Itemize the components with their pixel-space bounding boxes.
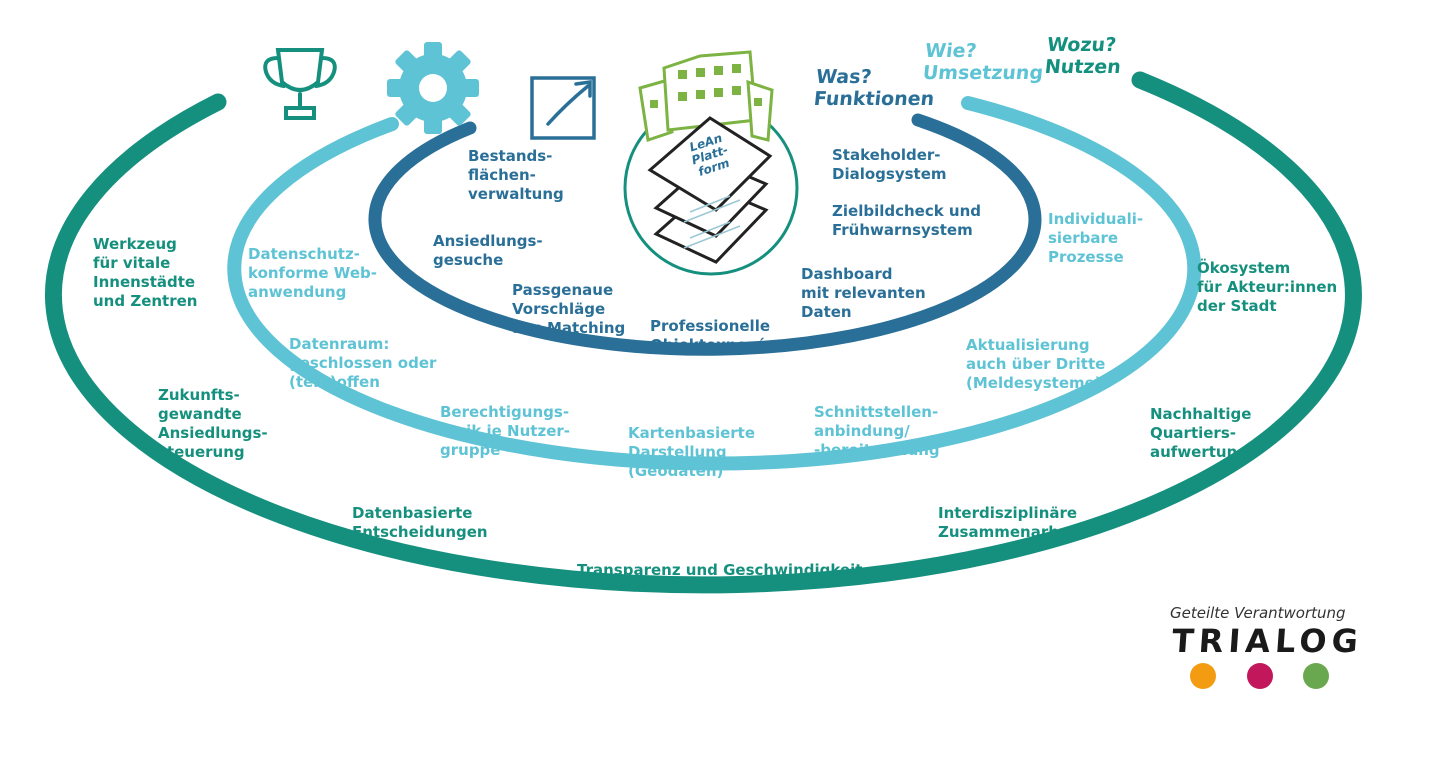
outer-label: Transparenz und Geschwindigkeit <box>577 561 863 579</box>
dot-green-icon <box>1303 663 1329 689</box>
trialog-logo: TRIALOG <box>1170 622 1365 660</box>
gear-icon <box>387 42 479 134</box>
outer-label: Werkzeug für vitale Innenstädte und Zent… <box>93 235 198 310</box>
middle-label: Individuali- sierbare Prozesse <box>1048 210 1144 266</box>
inner-label: Zielbildcheck und Frühwarnsystem <box>832 202 982 239</box>
middle-label: Berechtigungs- logik je Nutzer- gruppe <box>440 403 570 459</box>
heading-wozu: Wozu? Nutzen <box>1043 34 1122 78</box>
dot-red-icon <box>1247 663 1273 689</box>
middle-label: Datenschutz- konforme Web- anwendung <box>248 245 377 301</box>
growth-chart-icon <box>530 76 596 140</box>
dot-orange-icon <box>1190 663 1216 689</box>
middle-ring <box>227 96 1202 471</box>
inner-label: Passgenaue Vorschläge aus Matching <box>512 281 626 337</box>
inner-label: Bestands- flächen- verwaltung <box>468 147 564 203</box>
outer-label: Nachhaltige Quartiers- aufwertung <box>1150 405 1252 461</box>
inner-label: Stakeholder- Dialogsystem <box>832 146 947 183</box>
heading-was: Was? Funktionen <box>812 66 936 110</box>
outer-label: Ökosystem für Akteur:innen der Stadt <box>1197 259 1338 315</box>
heading-wie: Wie? Umsetzung <box>921 40 1045 84</box>
middle-label: Schnittstellen- anbindung/ -bereitstellu… <box>814 403 940 459</box>
inner-label: Ansiedlungs- gesuche <box>433 232 543 269</box>
outer-ring <box>44 71 1362 594</box>
inner-ring <box>368 113 1042 356</box>
outer-label: Datenbasierte Entscheidungen <box>352 504 488 541</box>
middle-label: Kartenbasierte Darstellung (Geodaten) <box>628 424 756 480</box>
trialog-tagline: Geteilte Verantwortung <box>1170 604 1346 622</box>
outer-label: Zukunfts- gewandte Ansiedlungs- steuerun… <box>158 386 268 461</box>
inner-label: Professionelle Objektexposés <box>650 317 775 354</box>
building-icon <box>623 50 799 276</box>
inner-label: Dashboard mit relevanten Daten <box>801 265 926 321</box>
outer-label: Interdisziplinäre Zusammenarbeit <box>938 504 1082 541</box>
middle-label: Aktualisierung auch über Dritte (Meldesy… <box>966 336 1106 392</box>
trophy-icon <box>263 48 337 120</box>
middle-label: Datenraum: geschlossen oder (teil-)offen <box>289 335 437 391</box>
